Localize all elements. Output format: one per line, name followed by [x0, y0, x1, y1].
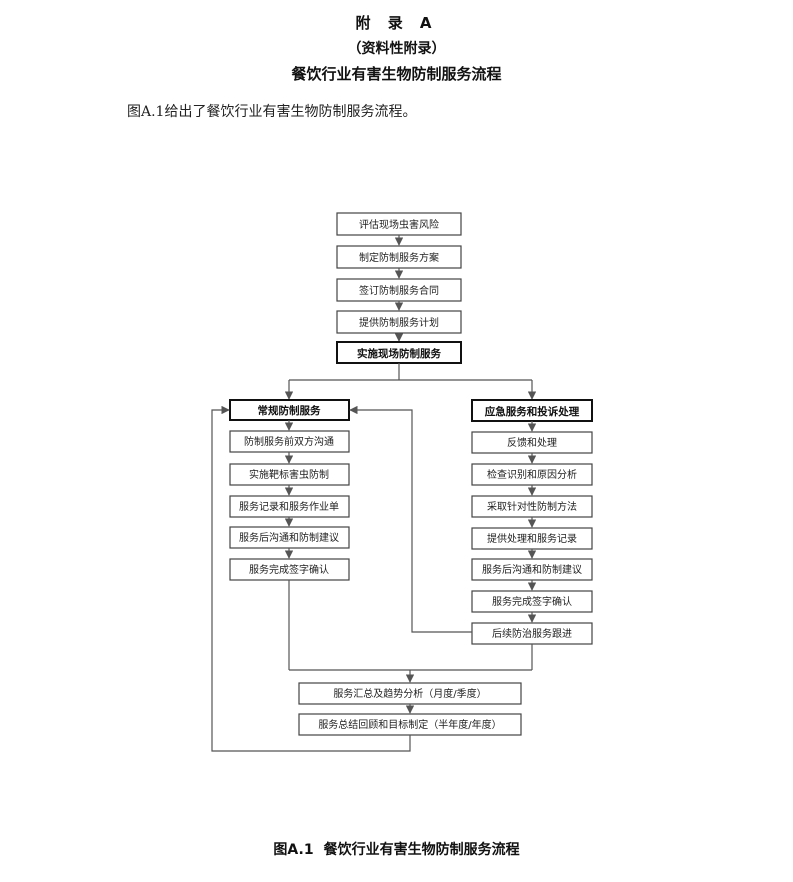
step-implement-label: 实施现场防制服务 — [357, 347, 441, 360]
routine-step-label: 服务后沟通和防制建议 — [239, 531, 339, 544]
flowchart: 评估现场虫害风险 制定防制服务方案 签订防制服务合同 提供防制服务计划 实施现场… — [211, 212, 593, 752]
emergency-followup-label: 后续防治服务跟进 — [492, 627, 572, 640]
emergency-step-label: 服务后沟通和防制建议 — [482, 563, 582, 576]
intro-paragraph: 图A.1给出了餐饮行业有害生物防制服务流程。 — [127, 104, 417, 120]
feedback-loop-arrow — [349, 405, 472, 633]
routine-step-label: 实施靶标害虫防制 — [249, 468, 329, 481]
emergency-step-label: 服务完成签字确认 — [492, 595, 572, 608]
routine-step-label: 服务记录和服务作业单 — [239, 500, 339, 513]
emergency-step-label: 反馈和处理 — [507, 436, 557, 449]
emergency-step-label: 检查识别和原因分析 — [487, 468, 577, 481]
step-contract-label: 签订防制服务合同 — [359, 284, 439, 297]
appendix-subtitle: （资料性附录） — [347, 41, 446, 57]
routine-step-label: 服务完成签字确认 — [249, 563, 329, 576]
annual-loop-arrow — [211, 405, 411, 752]
figure-caption: 图A.1 餐饮行业有害生物防制服务流程 — [0, 839, 793, 859]
appendix-name: 餐饮行业有害生物防制服务流程 — [291, 65, 502, 83]
figure-number: 图A.1 — [273, 842, 314, 858]
routine-title-label: 常规防制服务 — [258, 404, 321, 417]
summary-monthly-label: 服务汇总及趋势分析（月度/季度） — [333, 687, 486, 700]
emergency-step-label: 采取针对性防制方法 — [487, 500, 577, 513]
summary-annual-label: 服务总结回顾和目标制定（半年度/年度） — [318, 718, 501, 731]
emergency-step-label: 提供处理和服务记录 — [487, 532, 577, 545]
step-assess-risk-label: 评估现场虫害风险 — [359, 218, 439, 231]
figure-title: 餐饮行业有害生物防制服务流程 — [323, 842, 520, 858]
routine-step-label: 防制服务前双方沟通 — [244, 435, 334, 448]
step-schedule-label: 提供防制服务计划 — [359, 316, 439, 329]
step-plan-label: 制定防制服务方案 — [359, 251, 439, 264]
emergency-title-label: 应急服务和投诉处理 — [485, 405, 580, 418]
appendix-title: 附 录 A — [355, 14, 438, 32]
